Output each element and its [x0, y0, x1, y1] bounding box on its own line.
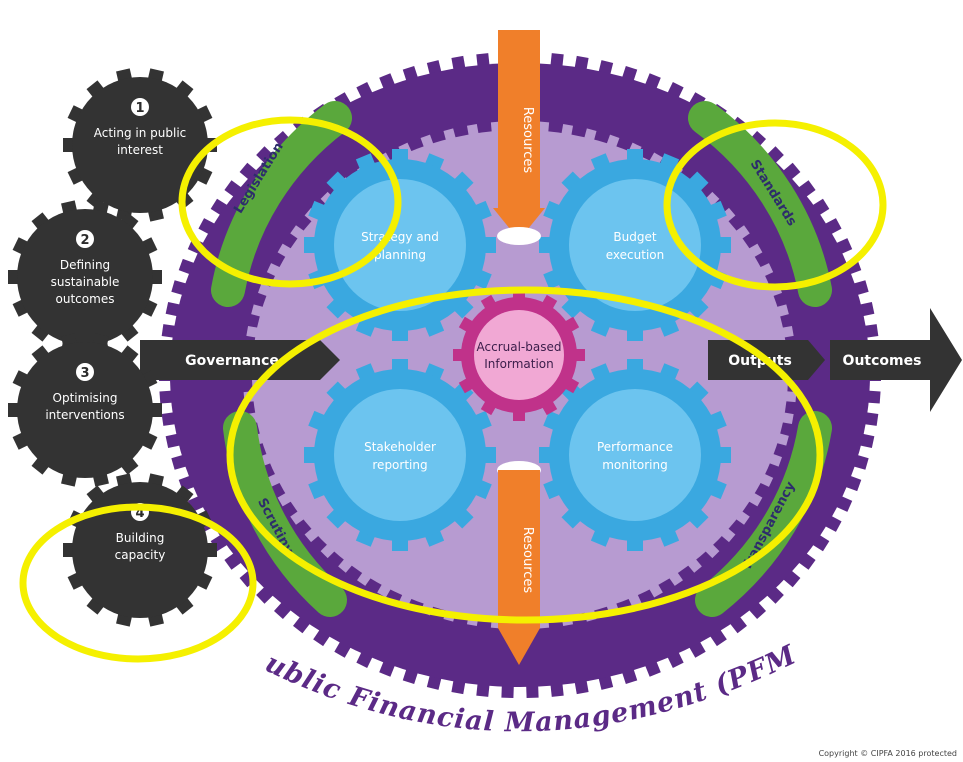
resources-bottom-arrow: Resources [497, 461, 541, 665]
principle-gear-4-number: 4 [135, 506, 144, 521]
center-gear-line2: Information [484, 357, 553, 371]
principle-gear-4-line2: capacity [115, 548, 166, 562]
inner-gear-1-line1: Strategy and [361, 230, 439, 244]
center-gear-line1: Accrual-based [477, 340, 562, 354]
highlight-center [226, 286, 824, 624]
inner-gear-4-line2: monitoring [602, 458, 668, 472]
resources-top-label: Resources [520, 107, 535, 174]
inner-gear-2: Budget execution [539, 149, 731, 341]
principle-gear-3-line2: interventions [45, 408, 124, 422]
governance-label: Governance [185, 353, 279, 369]
principle-gear-2-line1: Defining [60, 258, 110, 272]
highlight-standards [663, 119, 887, 291]
highlight-legislation [178, 116, 402, 288]
highlight-building-capacity [19, 503, 257, 663]
inner-gear-4: Performance monitoring [539, 359, 731, 551]
inner-gear-3: Stakeholder reporting [304, 359, 496, 551]
inner-gear-3-line2: reporting [372, 458, 427, 472]
inner-gear-1-line2: planning [374, 248, 426, 262]
principle-number-badge [131, 98, 149, 116]
resources-top-arrow: Resources [493, 30, 545, 245]
outcomes-label: Outcomes [843, 353, 922, 369]
resources-bottom-label: Resources [520, 527, 535, 594]
copyright-notice: Copyright © CIPFA 2016 protected [818, 749, 957, 758]
inner-gear-4-line1: Performance [597, 440, 673, 454]
principle-gear-2-line2: sustainable [51, 275, 120, 289]
governance-arrow: Governance [140, 340, 340, 380]
inner-gear-1: Strategy and planning [304, 149, 496, 341]
highlight-overlays [19, 116, 887, 663]
principle-gear-4-line1: Building [116, 531, 165, 545]
inner-gear-2-line2: execution [606, 248, 664, 262]
principle-number-badge [76, 363, 94, 381]
inner-gear-2-line1: Budget [613, 230, 656, 244]
principle-gear-2-line3: outcomes [56, 292, 115, 306]
center-gear: Accrual-based Information [453, 289, 585, 421]
principle-gear-1-line2: interest [117, 143, 163, 157]
principle-gear-1-number: 1 [135, 101, 144, 116]
principle-gear-3-number: 3 [80, 366, 89, 381]
principle-gear-1-line1: Acting in public [94, 126, 187, 140]
outcomes-arrow: Outcomes [830, 308, 962, 412]
inner-gear-3-line1: Stakeholder [364, 440, 436, 454]
principle-gear-3-line1: Optimising [53, 391, 118, 405]
principle-number-badge [76, 230, 94, 248]
principle-gear-2-number: 2 [80, 233, 89, 248]
